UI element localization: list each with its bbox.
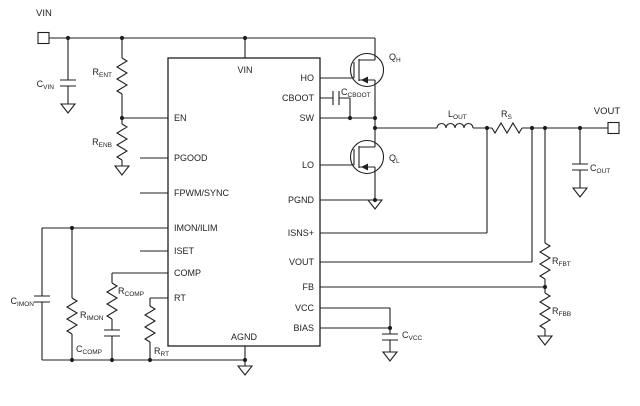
resistor-rrt [143, 305, 157, 343]
resistor-rfbb [538, 292, 552, 330]
pin-label-imon-ilim: IMON/ILIM [174, 223, 218, 233]
pin-label-rt: RT [174, 293, 186, 303]
pin-label-vcc: VCC [295, 303, 315, 313]
resistor-rfbt [538, 242, 552, 280]
ground-renb [113, 165, 131, 176]
pin-label-vout: VOUT [289, 257, 315, 267]
rfbb-label: RFBB [552, 306, 571, 318]
pin-label-en: EN [174, 113, 187, 123]
resistor-rent [115, 57, 129, 95]
pin-label-sw: SW [300, 113, 315, 123]
ccomp-label: CCOMP [76, 344, 102, 356]
pin-label-cboot: CBOOT [282, 93, 315, 103]
pin-label-iset: ISET [174, 246, 195, 256]
inductor-lout [436, 122, 474, 129]
resistor-rcomp [105, 282, 119, 320]
rfbt-label: RFBT [552, 256, 571, 268]
ground-cvcc [381, 351, 399, 362]
capacitor-cvcc [382, 333, 398, 341]
ccboot-label: CCBOOT [341, 87, 371, 99]
rimon-label: RIMON [80, 310, 104, 322]
pin-label-bias: BIAS [293, 323, 314, 333]
rcomp-label: RCOMP [118, 286, 144, 298]
rent-label: RENT [93, 67, 113, 79]
renb-label: RENB [92, 137, 112, 149]
cout-label: COUT [590, 163, 610, 175]
mosfet-ql [349, 139, 385, 175]
rrt-label: RRT [154, 346, 169, 358]
capacitor-cvin [60, 79, 76, 87]
pin-label-fpwm-sync: FPWM/SYNC [174, 188, 229, 198]
pin-label-pgood: PGOOD [174, 153, 208, 163]
ql-label: QL [389, 153, 400, 165]
pin-label-fb: FB [302, 282, 314, 292]
pin-label-lo: LO [302, 160, 314, 170]
pin-label-isns: ISNS+ [288, 228, 314, 238]
ground-agnd [236, 365, 254, 376]
capacitor-cimon [34, 295, 50, 303]
cvcc-label: CVCC [402, 330, 423, 342]
lout-label: LOUT [448, 109, 467, 121]
pin-label-ho: HO [301, 73, 315, 83]
wires [41, 37, 608, 366]
vout-terminal-label: VOUT [594, 106, 621, 117]
ic-body [167, 57, 321, 347]
resistor-renb [115, 123, 129, 161]
pin-label-comp: COMP [174, 268, 201, 278]
junction-dots [65, 35, 583, 363]
resistor-rs [491, 121, 523, 135]
qh-label: QH [389, 52, 401, 64]
cimon-label: CIMON [11, 296, 35, 308]
cvin-label: CVIN [37, 79, 55, 91]
vin-terminal [37, 31, 50, 45]
vin-terminal-label: VIN [36, 8, 52, 19]
capacitor-cout [572, 163, 588, 171]
rs-label: RS [501, 109, 513, 121]
ground-rfbb [536, 335, 554, 346]
mosfet-qh [349, 52, 385, 88]
vout-terminal [607, 121, 620, 135]
ground-cvin [59, 103, 77, 114]
pin-label-pgnd: PGND [288, 195, 315, 205]
ground-cout [571, 187, 589, 198]
capacitor-ccboot [332, 91, 340, 105]
pin-label-vin: VIN [237, 65, 252, 75]
capacitor-ccomp [104, 329, 120, 337]
pin-label-agnd: AGND [231, 332, 258, 342]
ground-symbols [59, 103, 589, 376]
resistor-rimon [65, 297, 79, 335]
